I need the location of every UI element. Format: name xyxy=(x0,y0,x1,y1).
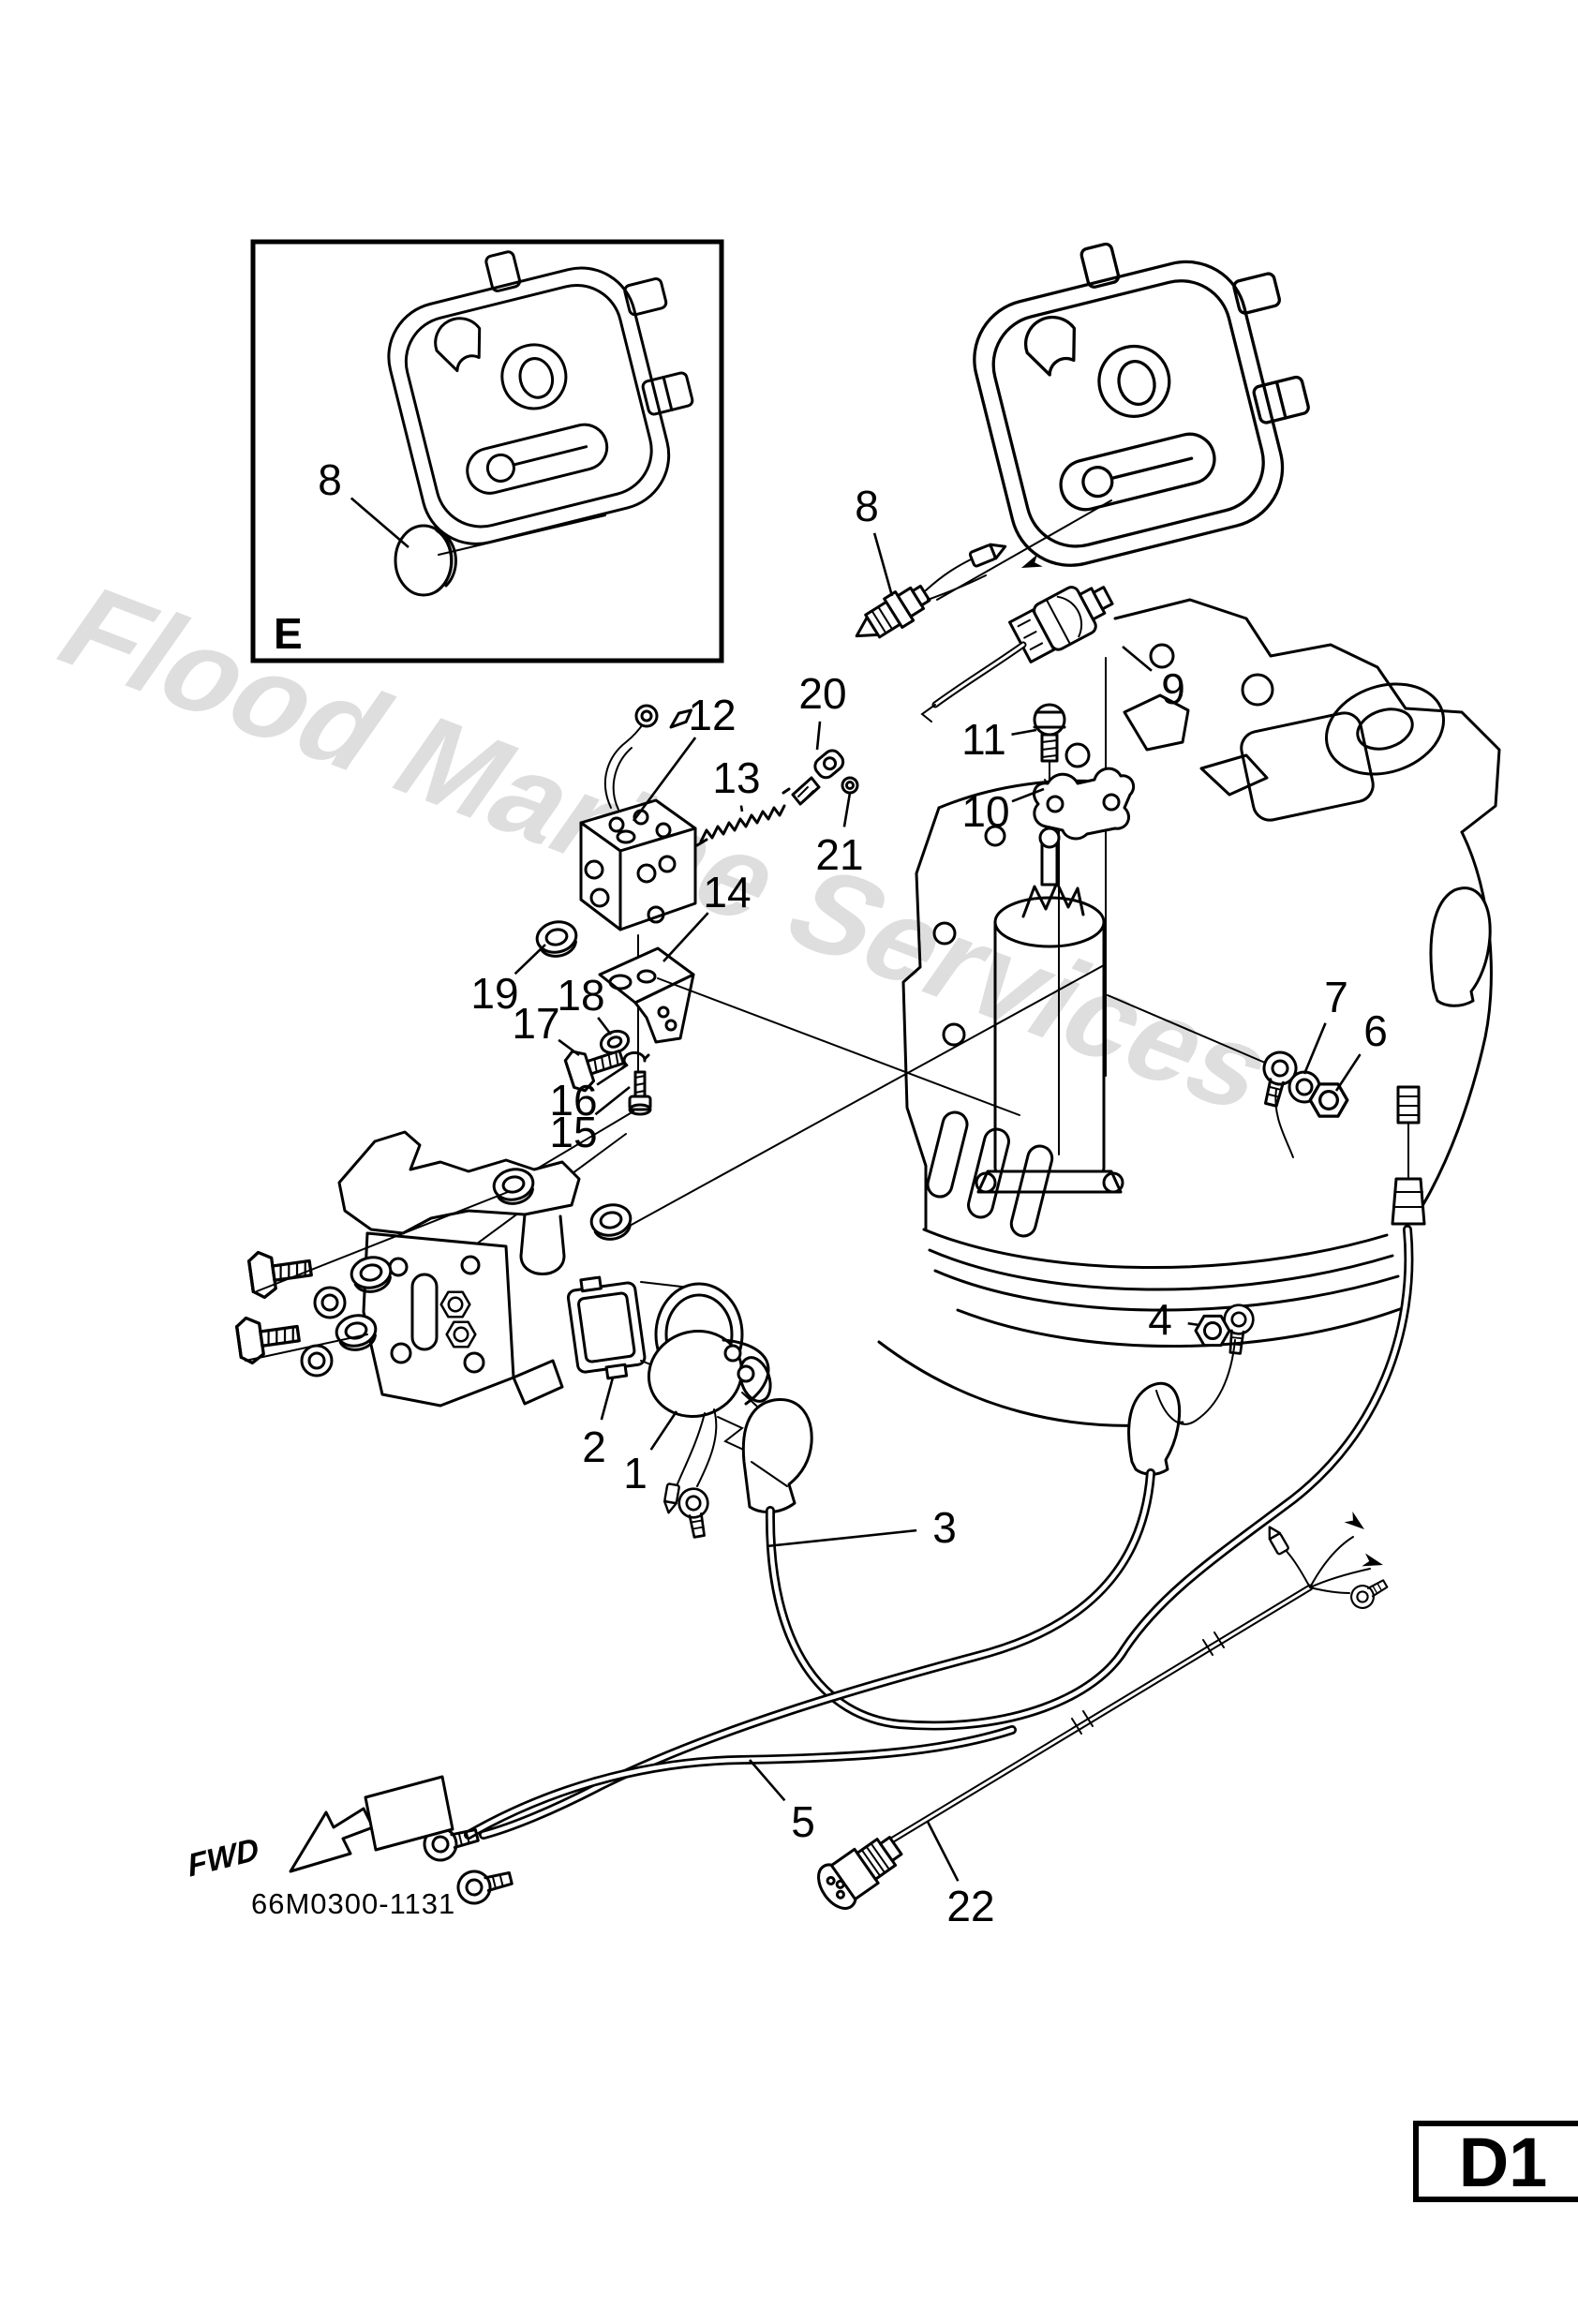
fwd-arrow: FWD xyxy=(186,1775,454,1885)
callout-label-8: 8 xyxy=(318,455,342,504)
callout-label-19: 19 xyxy=(470,969,518,1018)
callout-leader-1 xyxy=(649,1410,678,1451)
ring-terminal-7-drawing xyxy=(1254,1047,1302,1158)
mount-bolt-11-drawing xyxy=(1033,703,1066,791)
wire-harness-22-drawing xyxy=(817,1512,1392,1910)
top-right-bracket-drawing xyxy=(951,204,1334,580)
callout-label-3: 3 xyxy=(932,1503,957,1552)
inset-bracket-drawing xyxy=(367,216,716,558)
thermo-switch-drawing xyxy=(920,586,1114,1077)
callout-leader-2 xyxy=(600,1377,615,1421)
battery-boot-c-drawing xyxy=(1391,886,1492,1226)
callout-label-18: 18 xyxy=(557,971,604,1020)
callout-label-7: 7 xyxy=(1324,973,1348,1021)
callout-label-10: 10 xyxy=(961,787,1009,836)
callout-label-2: 2 xyxy=(582,1423,606,1471)
drawing-code: 66M0300-1131 xyxy=(251,1887,455,1920)
callout-leader-19 xyxy=(514,944,546,976)
callout-leader-15 xyxy=(594,1085,631,1116)
spring-drawing xyxy=(695,787,791,847)
callout-label-14: 14 xyxy=(703,868,751,916)
callout-leader-18 xyxy=(597,1017,613,1035)
battery-cables-drawing xyxy=(479,1225,1414,1840)
battery-boot-a-drawing xyxy=(741,1398,813,1513)
callout-leader-17 xyxy=(558,1038,580,1057)
callout-label-13: 13 xyxy=(712,753,760,802)
clamp-bracket-10-drawing xyxy=(1033,767,1136,841)
nut-6-drawing xyxy=(1308,1082,1349,1118)
harness-connector-drawing xyxy=(817,1836,903,1910)
terminal-lug-drawing xyxy=(791,749,845,806)
starter-solenoid-drawing xyxy=(647,1329,772,1541)
blind-cap-drawing xyxy=(394,514,606,597)
ring-terminal-4-drawing xyxy=(1155,1302,1257,1425)
neutral-switch-drawing xyxy=(855,499,1112,639)
callout-label-12: 12 xyxy=(688,691,736,739)
grommet-19-drawing xyxy=(532,916,582,961)
callout-label-5: 5 xyxy=(791,1797,815,1846)
callout-leader-13 xyxy=(739,805,744,812)
callout-leader-10 xyxy=(1011,787,1045,803)
callout-leader-7 xyxy=(1303,1022,1327,1075)
callout-leader-4 xyxy=(1187,1321,1200,1327)
inset-label: E xyxy=(274,609,303,658)
engine-block-drawing xyxy=(877,598,1501,1427)
callout-label-9: 9 xyxy=(1161,664,1185,713)
boot-c-sleeve xyxy=(1391,1177,1426,1226)
callout-label-22: 22 xyxy=(946,1882,994,1930)
callout-label-8: 8 xyxy=(855,482,879,530)
callout-label-17: 17 xyxy=(512,999,559,1048)
callout-leader-22 xyxy=(926,1821,960,1882)
fwd-label: FWD xyxy=(186,1831,261,1884)
callout-label-20: 20 xyxy=(798,669,846,718)
page-ref-label: D1 xyxy=(1459,2123,1548,2201)
callout-label-16: 16 xyxy=(549,1076,597,1125)
rectifier-bracket-drawing xyxy=(598,946,695,1044)
callout-label-6: 6 xyxy=(1363,1006,1388,1055)
callout-label-15: 15 xyxy=(549,1108,597,1156)
callout-leader-16 xyxy=(596,1063,629,1086)
apron-bracket-drawing xyxy=(233,1130,636,1408)
battery-boot-b-drawing xyxy=(1127,1381,1182,1476)
callout-leader-21 xyxy=(842,792,852,827)
callout-leader-3 xyxy=(766,1528,917,1548)
callout-leader-20 xyxy=(815,721,822,751)
nut-4-drawing xyxy=(1194,1314,1231,1348)
callout-leader-12 xyxy=(632,737,697,822)
callout-label-21: 21 xyxy=(815,830,863,879)
callout-leader-9 xyxy=(1122,646,1153,672)
callout-label-1: 1 xyxy=(623,1449,648,1497)
callout-leader-6 xyxy=(1334,1053,1362,1092)
callout-leader-14 xyxy=(662,912,709,962)
callout-label-4: 4 xyxy=(1148,1295,1172,1344)
ground-leads-drawing xyxy=(419,1725,1017,1909)
callout-leader-11 xyxy=(1011,728,1037,737)
callout-leader-5 xyxy=(749,1759,786,1802)
callout-leader-8 xyxy=(350,497,409,548)
reference-lines xyxy=(629,964,1266,1227)
callout-label-11: 11 xyxy=(961,715,1006,764)
page-ref-box: D1 xyxy=(1413,2121,1578,2202)
callout-leader-8 xyxy=(872,532,894,597)
inset-frame: E xyxy=(250,239,724,663)
oring-drawing xyxy=(841,776,859,795)
